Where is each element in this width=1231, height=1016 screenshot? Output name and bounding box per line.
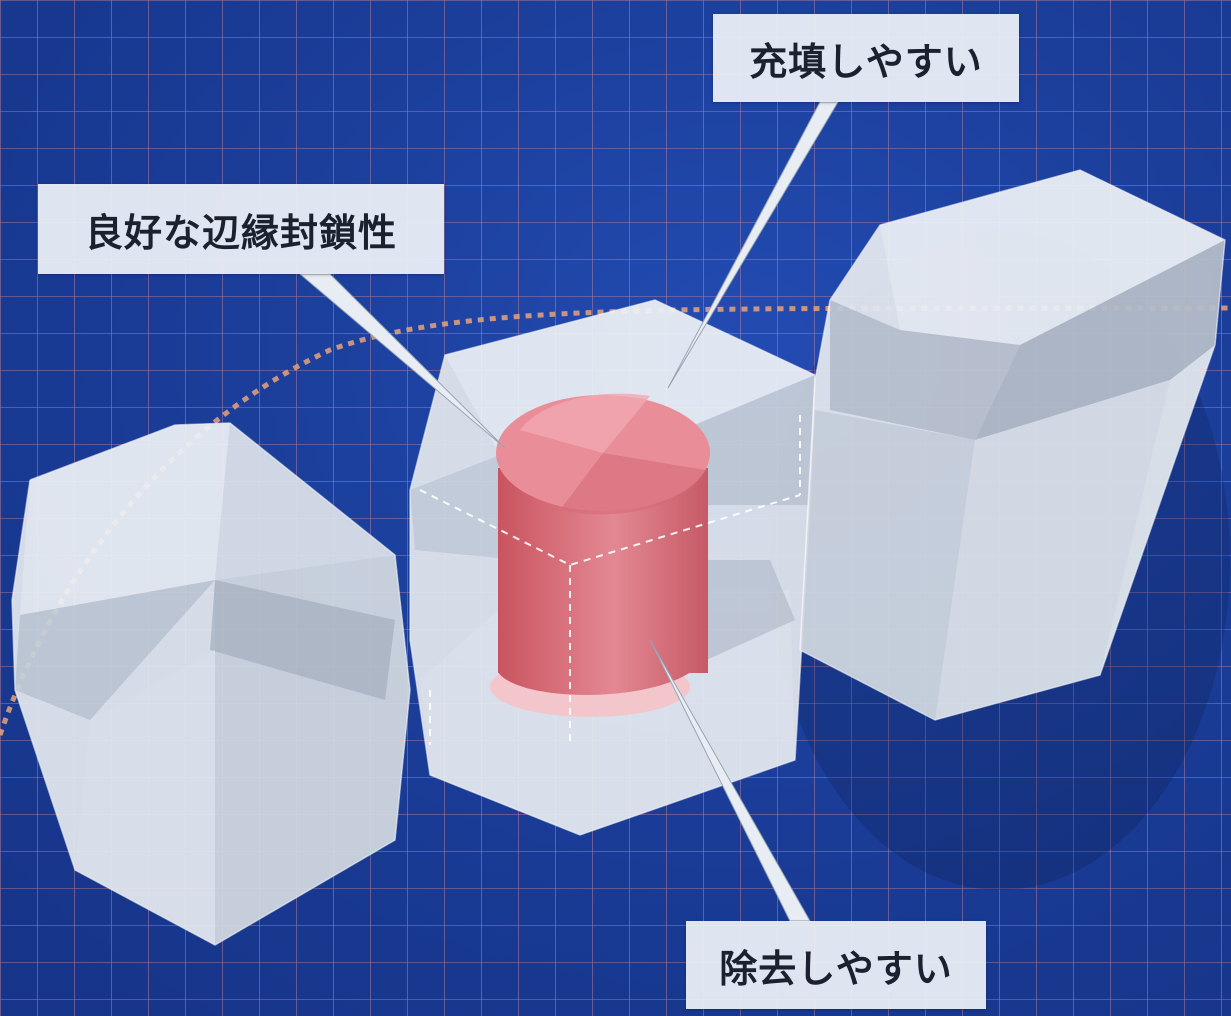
label-easy-to-remove: 除去しやすい [686, 921, 986, 1009]
crown-right [799, 169, 1226, 721]
label-easy-to-fill: 充填しやすい [713, 14, 1019, 102]
pointer-fill [667, 101, 839, 389]
pointer-seal [298, 273, 506, 449]
label-good-marginal-seal: 良好な辺縁封鎖性 [38, 184, 444, 274]
inlay-cylinder [490, 393, 710, 717]
crown-left [11, 422, 411, 946]
cavity-outline [419, 415, 801, 745]
